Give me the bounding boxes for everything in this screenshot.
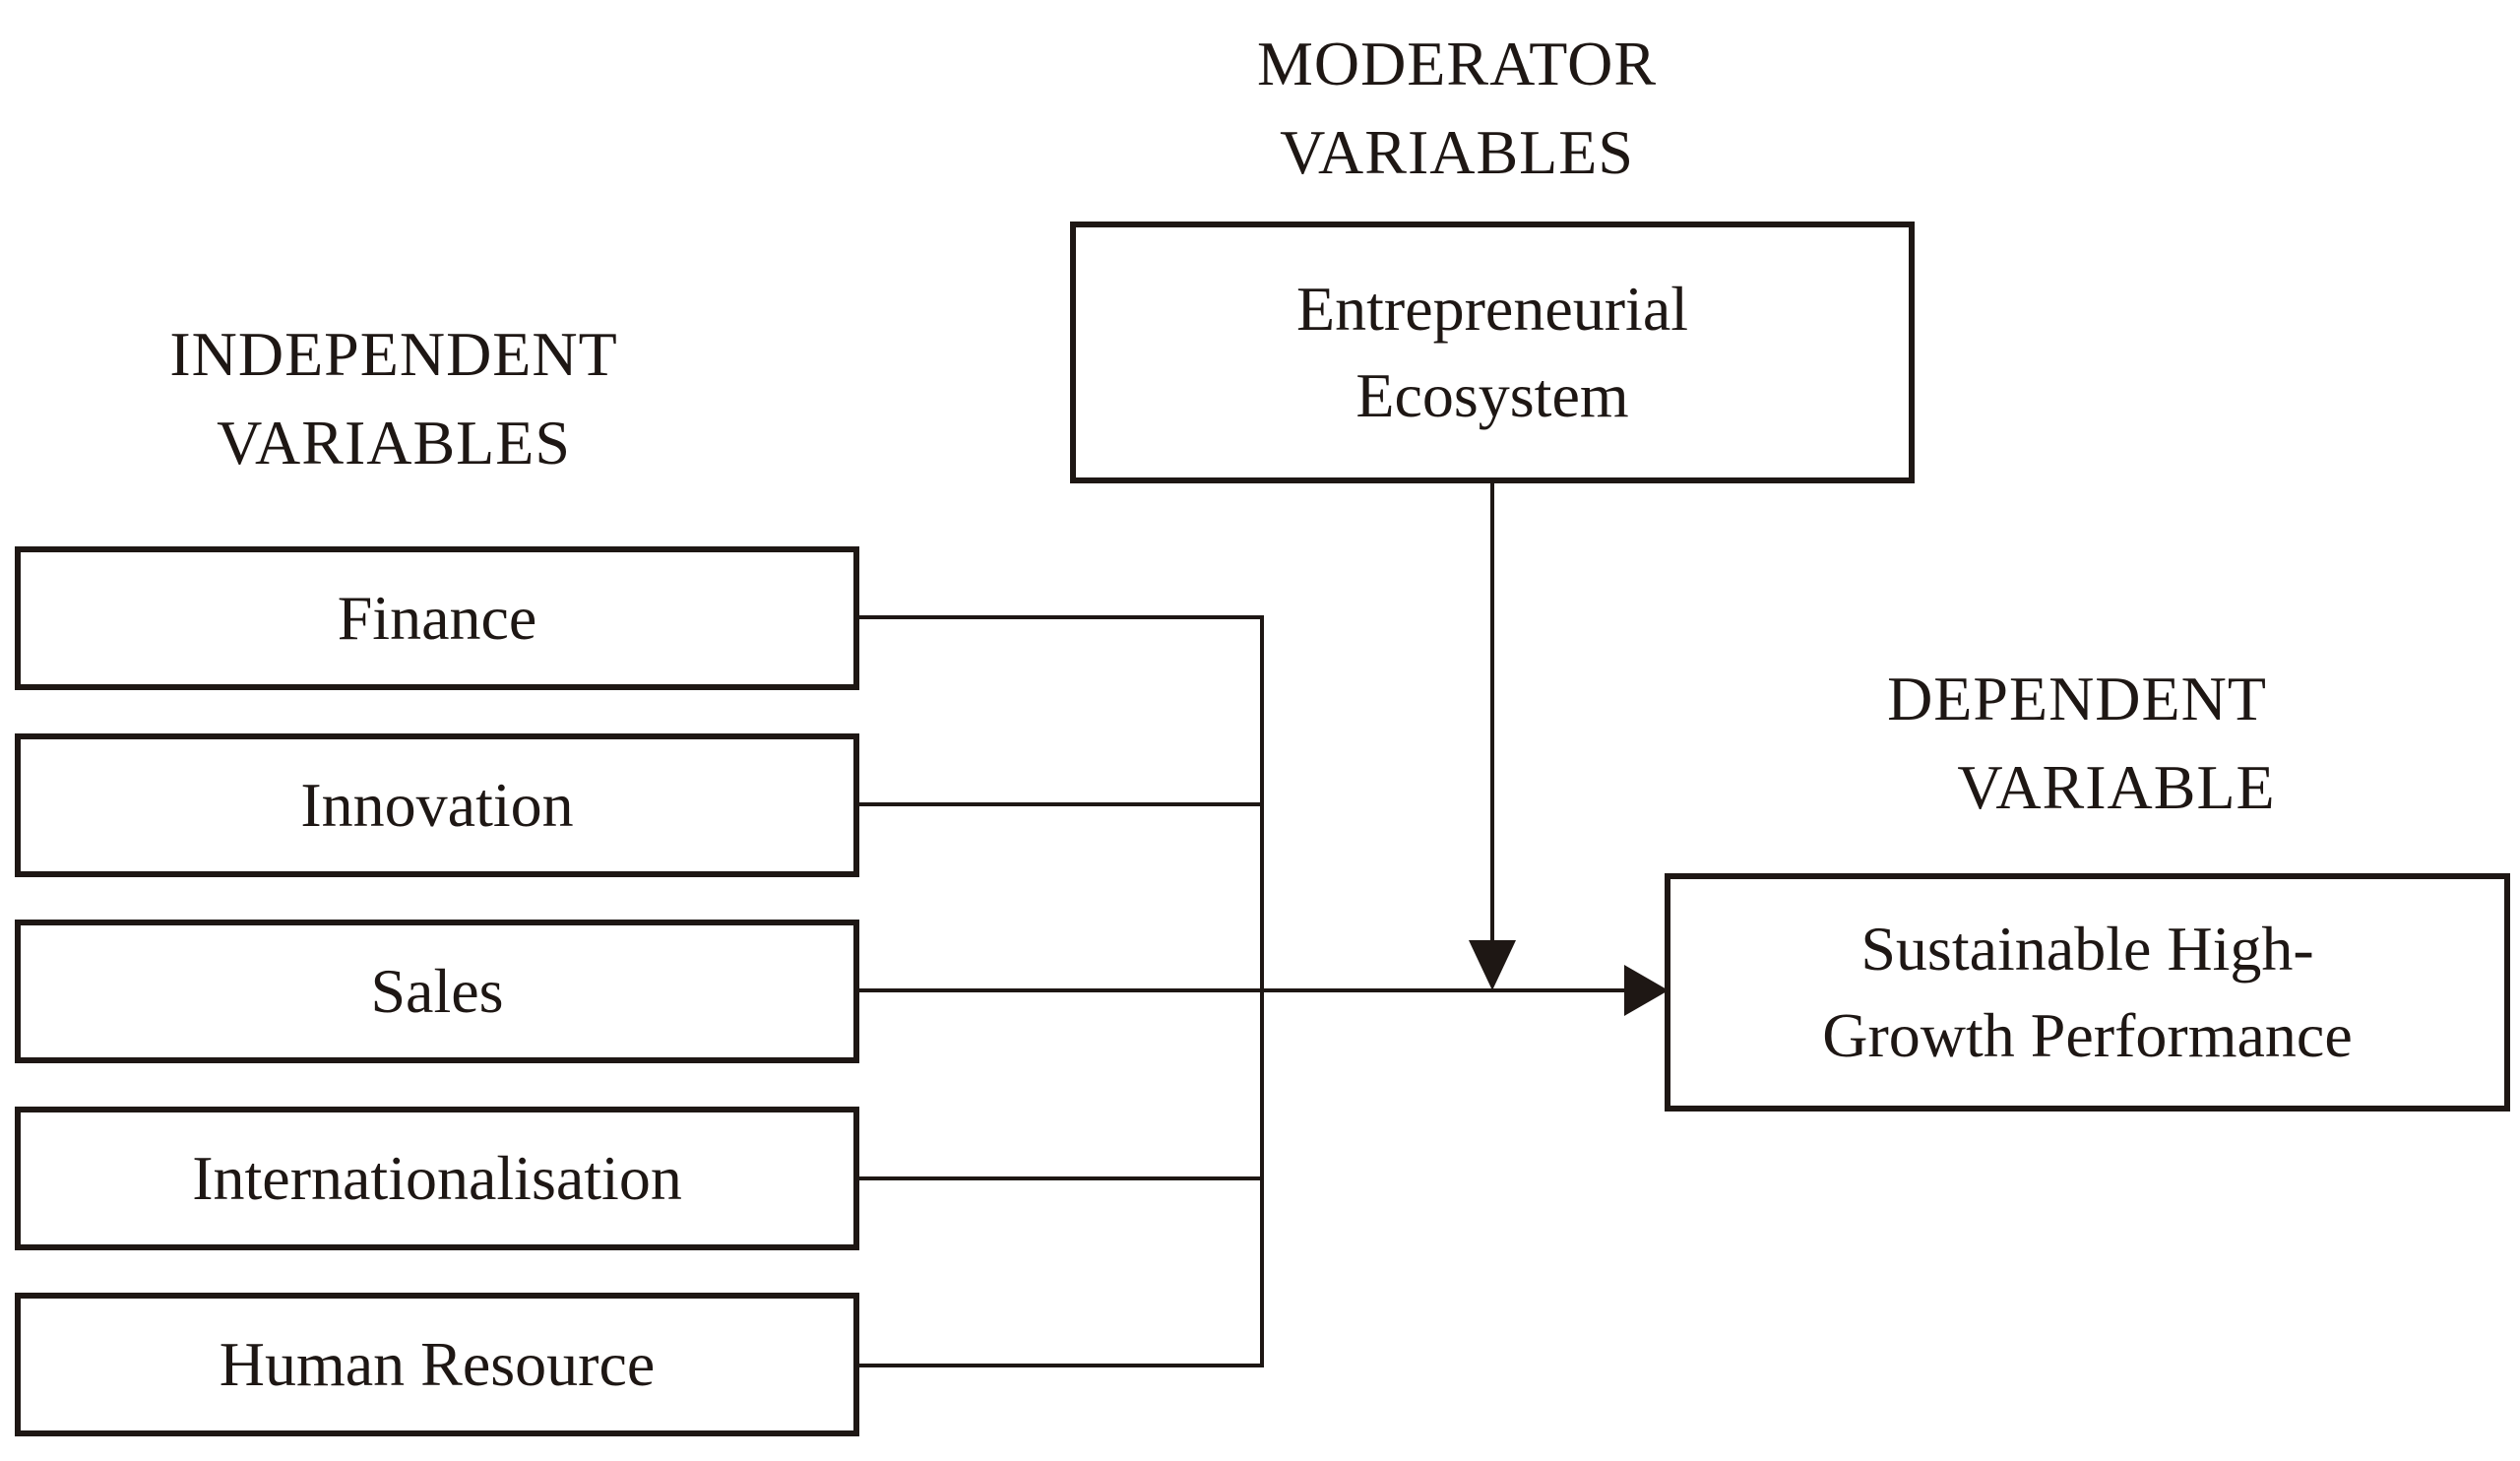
dependent-heading-line-2: VARIABLE: [1957, 752, 2276, 822]
independent-box-label: Finance: [337, 583, 537, 653]
moderator-heading-line-2: VARIABLES: [1280, 117, 1634, 187]
moderator-heading-line-1: MODERATOR: [1256, 29, 1658, 98]
independent-box-label: Internationalisation: [192, 1143, 682, 1213]
dependent-box-line-2: Growth Performance: [1822, 1000, 2353, 1070]
independent-box-label: Sales: [370, 956, 504, 1026]
independent-heading: INDEPENDENT VARIABLES: [98, 310, 689, 487]
dependent-heading-line-1: DEPENDENT: [1887, 664, 2267, 733]
moderator-arrowhead: [1469, 940, 1516, 990]
dependent-heading: DEPENDENT VARIABLE: [1782, 655, 2372, 832]
independent-box-finance: Finance: [15, 546, 859, 690]
moderator-box-line-2: Ecosystem: [1355, 360, 1629, 430]
moderator-box-entrepreneurial-ecosystem: Entrepreneurial Ecosystem: [1070, 222, 1915, 483]
independent-box-label: Human Resource: [219, 1329, 656, 1399]
independent-box-human-resource: Human Resource: [15, 1293, 859, 1436]
dependent-box-sustainable-high-growth-performance: Sustainable High- Growth Performance: [1665, 873, 2510, 1112]
independent-box-internationalisation: Internationalisation: [15, 1107, 859, 1250]
independent-box-innovation: Innovation: [15, 733, 859, 877]
independent-box-sales: Sales: [15, 920, 859, 1063]
moderator-box-line-1: Entrepreneurial: [1296, 274, 1688, 344]
moderator-heading: MODERATOR VARIABLES: [1162, 20, 1752, 197]
main-arrowhead: [1624, 965, 1669, 1016]
independent-heading-line-2: VARIABLES: [217, 408, 571, 477]
independent-box-label: Innovation: [300, 770, 574, 840]
independent-heading-line-1: INDEPENDENT: [169, 319, 618, 389]
dependent-box-line-1: Sustainable High-: [1860, 914, 2314, 984]
